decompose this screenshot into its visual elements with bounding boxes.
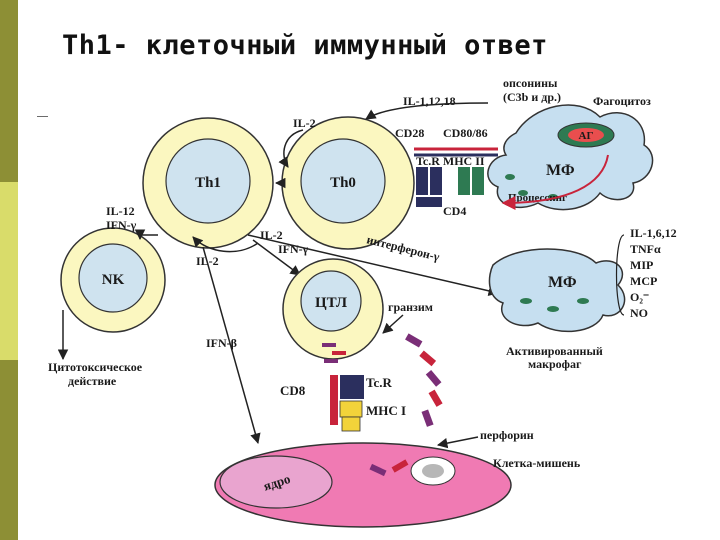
tcr-receptor xyxy=(430,167,442,195)
macrophage-activated-shape xyxy=(488,248,626,333)
tnf-alpha-label: TNFα xyxy=(630,242,661,256)
cd8-label: CD8 xyxy=(280,383,306,398)
tcr-label: Tc.R xyxy=(366,375,392,390)
granule xyxy=(322,343,336,347)
interferon-gamma-label: интерферон-γ xyxy=(365,232,441,264)
th1-nucleus xyxy=(165,138,251,224)
granule xyxy=(577,298,589,304)
granzyme-particle xyxy=(391,459,409,473)
granule xyxy=(324,359,338,363)
il12-label: IL-12 xyxy=(106,204,135,218)
arrow-il2-th1 xyxy=(192,236,259,253)
sidebar-segment-light xyxy=(0,182,18,360)
nk-label: NK xyxy=(102,272,125,288)
o2-label: O₂⁻ xyxy=(630,290,649,304)
processing-label: Процессинг xyxy=(508,192,567,204)
mcp-label: MCP xyxy=(630,274,657,288)
activated-mf-label-2: макрофаг xyxy=(528,357,582,371)
antigen-core xyxy=(568,128,604,142)
target-cell-label: Клетка-мишень xyxy=(493,456,581,470)
ctl-label: ЦТЛ xyxy=(315,295,347,311)
ifn-gamma-mid-label: IFN-γ xyxy=(278,242,309,256)
ifn-gamma-left-label: IFN-γ xyxy=(106,218,137,232)
tcr-receptor xyxy=(340,375,352,399)
antigen-label: АГ xyxy=(579,130,594,142)
granzyme-label: гранзим xyxy=(388,300,433,314)
tcr-mhc-ii-label: Tc.R MHC II xyxy=(416,154,485,168)
title-underline xyxy=(37,116,51,117)
granule xyxy=(332,351,346,355)
th1-label: Th1 xyxy=(195,175,221,191)
mhc-i-molecule xyxy=(341,416,361,432)
ctl-nucleus xyxy=(300,270,362,332)
mhc-ii-molecule xyxy=(472,167,484,195)
nk-nucleus xyxy=(78,243,148,313)
granzyme-particle xyxy=(421,409,434,427)
arrow-il2-loop xyxy=(278,129,304,168)
cd8-receptor xyxy=(330,375,338,425)
granzyme-particle xyxy=(425,369,442,387)
opsonins-label: опсонины xyxy=(503,76,558,90)
diagram-panel: АГ МФ опсонины (C3b и др.) Фагоцитоз Про… xyxy=(48,75,691,540)
arrow-antigen-processing xyxy=(501,154,609,210)
tcr-receptor xyxy=(416,167,428,195)
phagocytosis-label: Фагоцитоз xyxy=(593,94,651,108)
granule xyxy=(505,174,515,180)
mf-activated-label: МФ xyxy=(548,274,577,291)
activated-mf-label: Активированный xyxy=(506,344,603,358)
mhc-i-molecule xyxy=(339,400,363,418)
ifn-beta-label: IFN-β xyxy=(206,336,237,350)
il1-12-18-label: IL-1,12,18 xyxy=(403,94,456,108)
tcr-receptor xyxy=(352,375,364,399)
cd28-label: CD28 xyxy=(395,126,424,140)
slide-sidebar xyxy=(0,0,18,540)
arrow-ifn-beta xyxy=(202,246,261,445)
arrow-th1-to-ctl xyxy=(252,239,301,276)
mhc-i-label: MHC I xyxy=(366,403,406,418)
granzyme-particle xyxy=(428,389,443,407)
il1-6-12-label: IL-1,6,12 xyxy=(630,226,677,240)
th0-nucleus xyxy=(300,138,386,224)
granzyme-particle xyxy=(419,350,437,367)
cd4-label: CD4 xyxy=(443,204,466,218)
granule xyxy=(518,190,528,196)
sidebar-segment-dark-2 xyxy=(0,360,18,540)
arrow-il1-to-th0 xyxy=(365,102,489,120)
target-nucleus xyxy=(219,455,333,509)
mip-label: MIP xyxy=(630,258,653,272)
granzyme-particle xyxy=(369,463,387,477)
granule xyxy=(547,306,559,312)
granzyme-particle xyxy=(405,333,423,348)
bracket-cytokines xyxy=(615,234,625,316)
th0-label: Th0 xyxy=(330,175,356,191)
mf-top-label: МФ xyxy=(546,162,575,179)
cytotoxic-label: Цитотоксическое xyxy=(48,360,143,374)
cytotoxic-label-2: действие xyxy=(68,374,117,388)
sidebar-segment-dark xyxy=(0,0,18,182)
no-label: NO xyxy=(630,306,648,320)
arrow-th1-to-nk xyxy=(134,229,158,241)
target-organelle-core xyxy=(422,464,444,478)
granule xyxy=(520,298,532,304)
cd4-receptor xyxy=(416,197,442,207)
mhc-ii-molecule xyxy=(458,167,470,195)
immune-response-diagram: АГ МФ опсонины (C3b и др.) Фагоцитоз Про… xyxy=(48,76,677,528)
opsonins-label-2: (C3b и др.) xyxy=(503,90,561,104)
slide-title: Th1- клеточный иммунный ответ xyxy=(62,30,548,61)
perforin-label: перфорин xyxy=(480,428,534,442)
arrow-th1-to-mf xyxy=(247,234,500,296)
il2-top-label: IL-2 xyxy=(293,116,316,130)
cd80-86-label: CD80/86 xyxy=(443,126,488,140)
arrow-granzyme xyxy=(382,314,404,334)
arrow-perforin xyxy=(436,436,479,449)
